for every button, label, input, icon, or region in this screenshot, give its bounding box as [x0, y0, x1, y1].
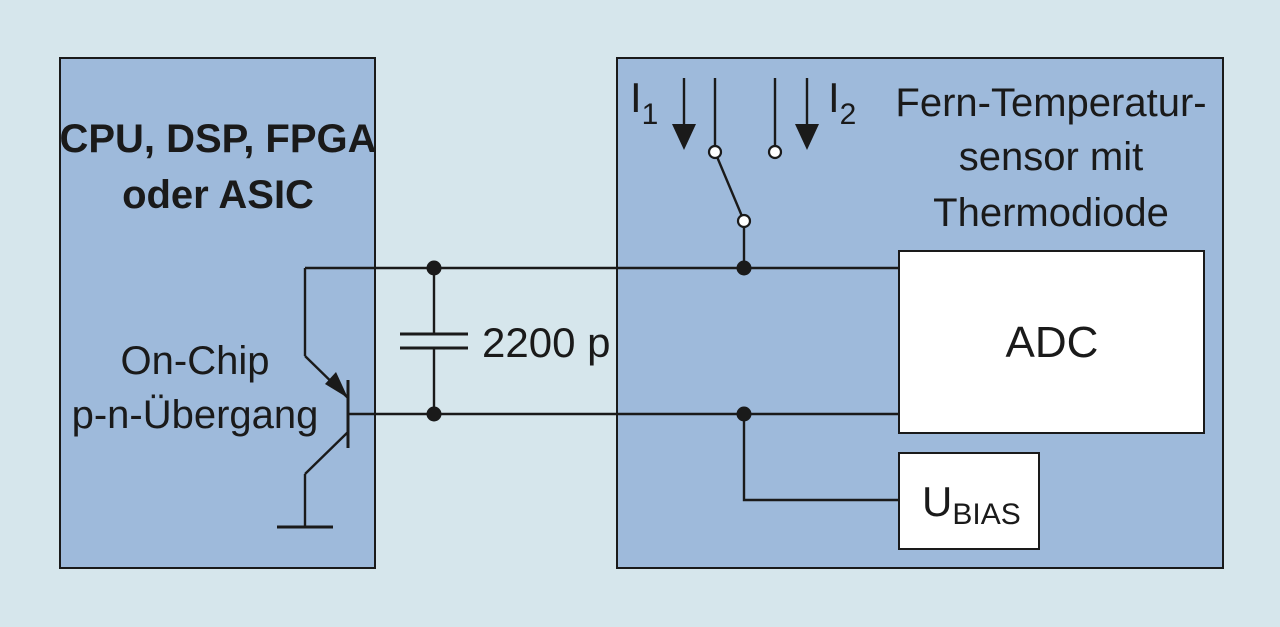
junction-label-line2: p-n-Übergang	[72, 393, 319, 437]
junction-dots	[426, 260, 752, 422]
sensor-title-line2: sensor mit	[959, 135, 1144, 179]
capacitor-label: 2200 p	[482, 319, 610, 366]
left-chip-title-line1: CPU, DSP, FPGA	[59, 117, 376, 161]
switch-contact-2	[767, 144, 783, 160]
bias-label: UBIAS	[922, 478, 1021, 531]
junction-label-line1: On-Chip	[121, 339, 270, 383]
bias-index: BIAS	[952, 498, 1020, 531]
current2-index: 2	[840, 98, 857, 131]
current2-label: I2	[828, 74, 856, 131]
current1-label: I1	[630, 74, 658, 131]
bias-symbol: U	[922, 478, 952, 525]
capacitor: 2200 p	[400, 319, 610, 366]
switch-blade	[713, 151, 746, 222]
transistor	[277, 355, 350, 529]
current-sources: I1 I2	[630, 74, 856, 229]
current1-symbol: I	[630, 74, 642, 121]
bias-block: UBIAS	[898, 452, 1040, 550]
emitter-arrow	[325, 372, 348, 398]
current1-arrow-icon	[672, 124, 696, 150]
adc-box	[898, 250, 1205, 434]
junction-dot-bias	[736, 406, 752, 422]
bias-wire	[742, 414, 899, 502]
current2-arrow-icon	[795, 124, 819, 150]
switch-contact-1	[707, 144, 723, 160]
sensor-title-line3: Thermodiode	[933, 191, 1169, 235]
left-chip-block: CPU, DSP, FPGA oder ASIC On-Chip p-n-Übe…	[59, 57, 377, 569]
sensor-title-line1: Fern-Temperatur-	[895, 81, 1206, 125]
junction-dot-switch	[736, 260, 752, 276]
junction-dot-cap-bottom	[426, 406, 442, 422]
bias-box	[898, 452, 1040, 550]
junction-dot-cap-top	[426, 260, 442, 276]
current2-symbol: I	[828, 74, 840, 121]
transistor-collector	[304, 431, 349, 475]
switch-pivot	[736, 213, 752, 229]
left-chip-title-line2: oder ASIC	[122, 173, 314, 217]
adc-label: ADC	[1006, 318, 1099, 367]
adc-block: ADC	[898, 250, 1205, 434]
current1-index: 1	[642, 98, 659, 131]
left-chip-box	[59, 57, 376, 569]
